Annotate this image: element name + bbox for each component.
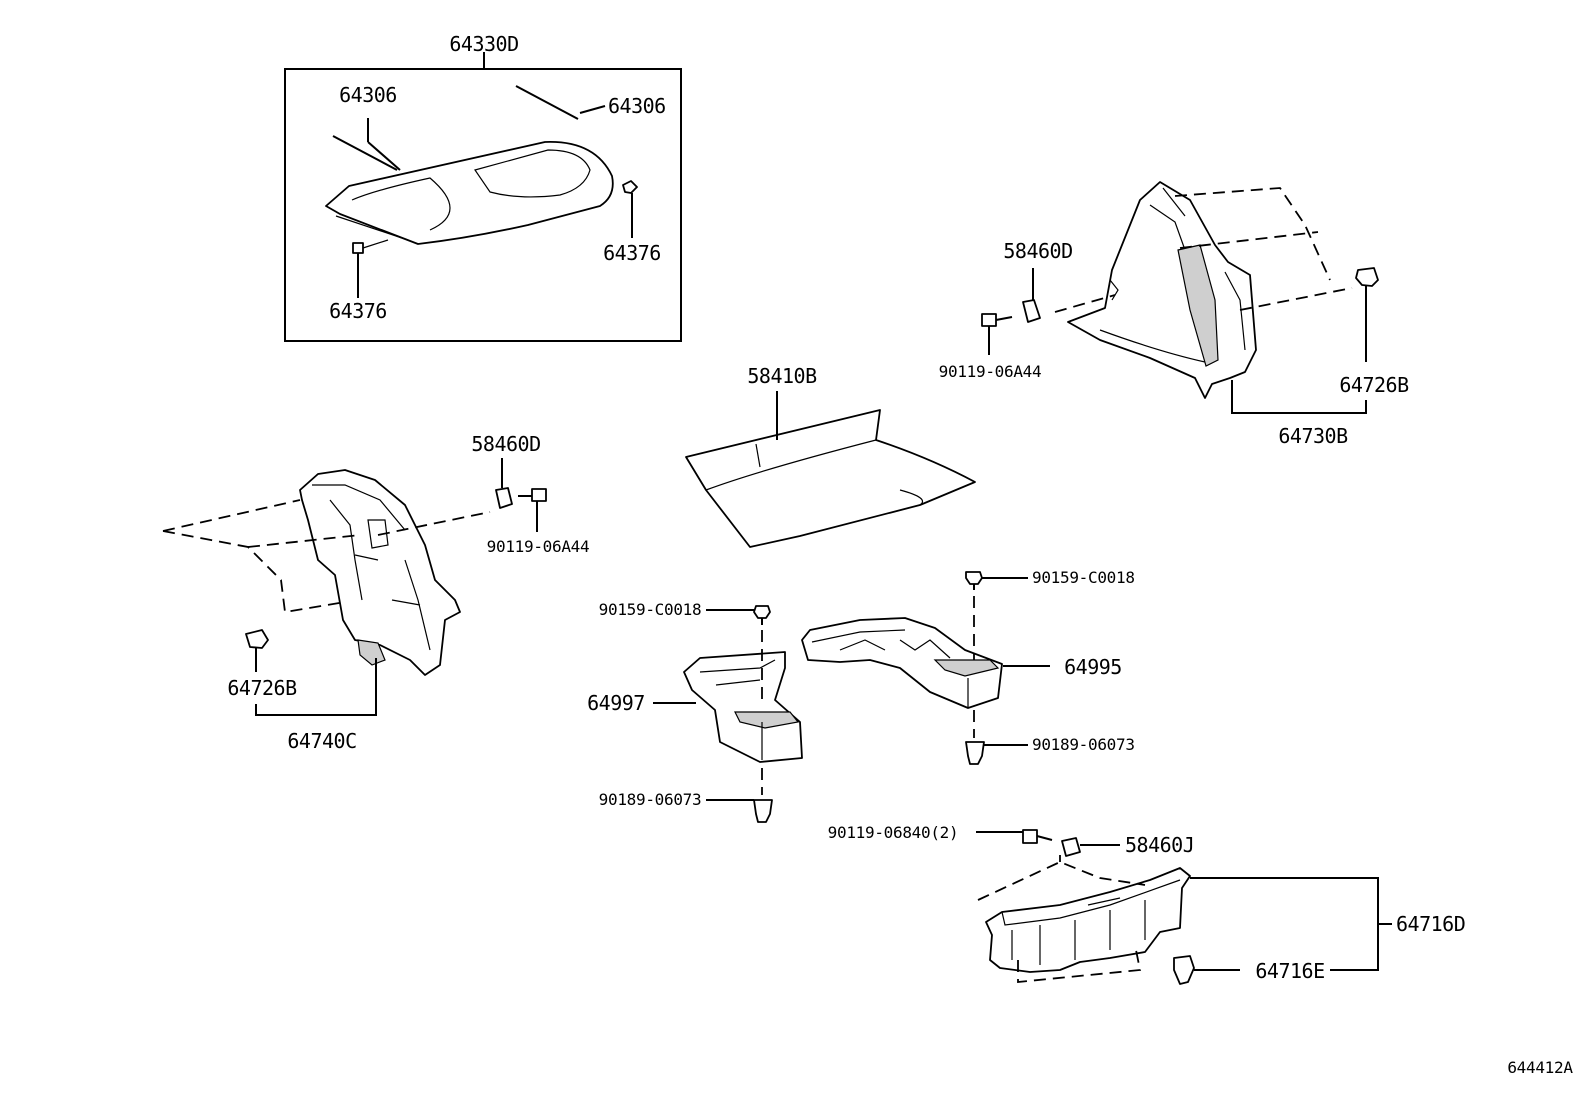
tonneau-cover-group: 64330D 64306 64306 64376 64376 — [284, 32, 682, 342]
fastener-right — [1355, 267, 1379, 362]
label-screw-left: 90119-06A44 — [487, 537, 590, 556]
label-tonneau-holder-right: 64376 — [603, 241, 661, 265]
label-screw-rear: 90119-06840(2) — [828, 823, 959, 842]
left-trim-group: 58460D 90119-06A44 64726B 64740C — [162, 432, 590, 753]
label-bolt-left: 90159-C0018 — [599, 600, 702, 619]
label-nut-right: 90189-06073 — [1032, 735, 1135, 754]
storage-box-right — [801, 617, 1003, 709]
label-tonneau-rod-left: 64306 — [339, 83, 397, 107]
tonneau-holder-left — [352, 239, 389, 298]
screw-left — [518, 488, 547, 532]
fastener-left — [245, 629, 269, 672]
screw-rear — [976, 829, 1053, 844]
trunk-side-trim-right — [1067, 181, 1257, 399]
tonneau-rod-right — [515, 85, 579, 120]
label-tonneau-rod-right: 64306 — [608, 94, 666, 118]
label-nut-left: 90189-06073 — [599, 790, 702, 809]
bolt-right — [965, 571, 1028, 660]
label-trim-right: 64730B — [1278, 424, 1348, 448]
rear-floor-plate — [985, 867, 1191, 973]
bolt-left — [706, 605, 771, 700]
label-tonneau-assy: 64330D — [449, 32, 518, 56]
label-rear-plate: 64716D — [1396, 912, 1465, 936]
label-box-right: 64995 — [1064, 655, 1122, 679]
label-trunk-mat: 58410B — [747, 364, 817, 388]
label-clip-left: 58460D — [471, 432, 540, 456]
label-clip-right: 58460D — [1003, 239, 1072, 263]
clip-rear — [1061, 837, 1120, 857]
label-box-left: 64997 — [587, 691, 645, 715]
nut-right — [965, 710, 1028, 765]
trunk-mat-group: 58410B — [685, 364, 976, 548]
clip-left — [495, 458, 513, 509]
label-trim-left: 64740C — [287, 729, 356, 753]
box-left-group: 64997 90159-C0018 90189-06073 — [587, 600, 803, 823]
trunk-mat — [685, 409, 976, 548]
clip-right — [1022, 268, 1041, 323]
label-bolt-right: 90159-C0018 — [1032, 568, 1135, 587]
label-clip-rear: 58460J — [1125, 833, 1194, 857]
label-fastener-left: 64726B — [227, 676, 297, 700]
label-fastener-right: 64726B — [1339, 373, 1409, 397]
tonneau-rod-left — [332, 135, 398, 171]
label-rear-fastener: 64716E — [1255, 959, 1324, 983]
tonneau-cover-panel — [325, 141, 614, 245]
label-screw-right: 90119-06A44 — [939, 362, 1042, 381]
screw-right — [981, 313, 1013, 355]
tonneau-holder-right — [622, 180, 638, 238]
rear-fastener — [1173, 955, 1240, 985]
storage-box-left — [683, 651, 803, 763]
diagram-code: 644412A — [1507, 1058, 1573, 1077]
right-trim-group: 58460D 90119-06A44 64726B 64730B — [939, 181, 1410, 448]
label-tonneau-holder-left: 64376 — [329, 299, 387, 323]
box-right-group: 64995 90159-C0018 90189-06073 — [801, 568, 1135, 765]
trunk-side-trim-left — [299, 469, 461, 676]
nut-left — [706, 768, 773, 823]
rear-plate-group: 90119-06840(2) 58460J 64716E 64716D — [828, 823, 1466, 985]
